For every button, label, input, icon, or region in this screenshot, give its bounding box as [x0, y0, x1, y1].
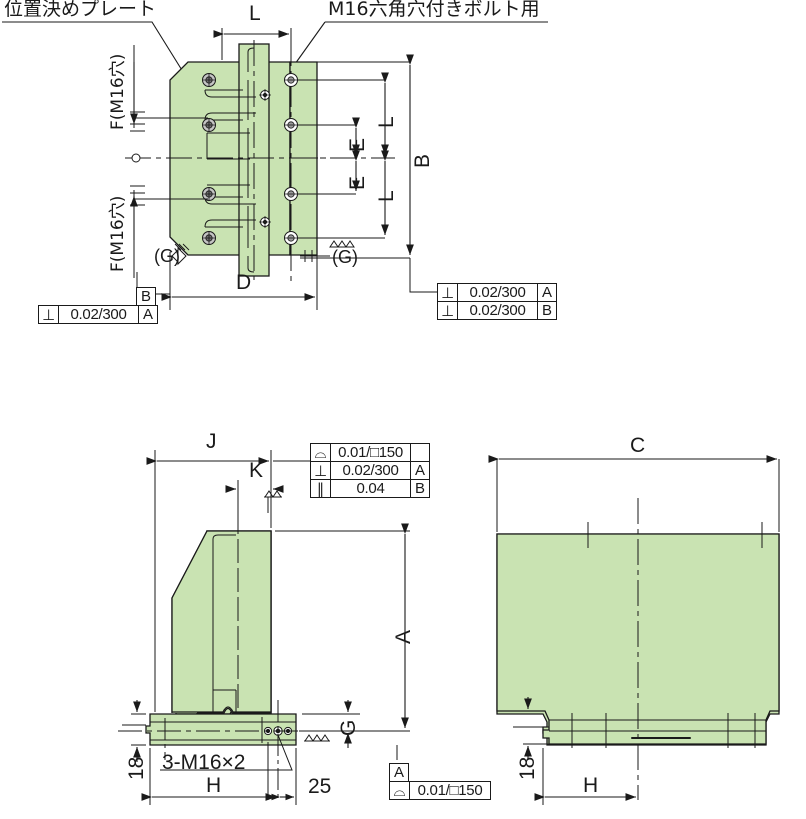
- dim-label-18-rear: 18: [516, 756, 539, 780]
- fcf-row: ⊥ 0.02/300 A: [39, 306, 157, 324]
- tolerance-value: 0.01/□150: [331, 444, 411, 461]
- fcf-row: ⊥ 0.02/300 B: [438, 302, 556, 320]
- dim-label-H-side: H: [206, 774, 222, 797]
- flatness-symbol: ⌓: [311, 444, 331, 462]
- datum-box-B-front-left: B: [136, 287, 156, 306]
- datum-ref: A: [541, 284, 552, 301]
- dim-label-E-upper: E: [346, 137, 369, 152]
- dim-label-H-rear: H: [583, 774, 599, 797]
- dim-label-18-side: 18: [125, 756, 148, 780]
- datum-ref: B: [414, 480, 425, 497]
- tolerance-value: 0.02/300: [458, 302, 538, 319]
- datum-ref: [411, 444, 429, 461]
- fcf-front-right: ⊥ 0.02/300 A ⊥ 0.02/300 B: [437, 283, 557, 320]
- dim-label-A: A: [392, 629, 415, 644]
- dim-label-D: D: [236, 271, 252, 294]
- fcf-row: ⊥ 0.02/300 A: [311, 462, 429, 480]
- tolerance-value: 0.01/□150: [417, 782, 483, 799]
- dim-label-B: B: [411, 153, 434, 168]
- dim-label-L-upper: L: [375, 116, 398, 128]
- fcf-row: ⊥ 0.02/300 A: [438, 284, 556, 302]
- fcf-side-bottom: ⌓ 0.01/□150: [389, 781, 491, 800]
- perpendicularity-symbol: ⊥: [39, 306, 59, 324]
- datum-box-A-side: A: [389, 763, 409, 782]
- dim-label-J: J: [206, 430, 217, 453]
- perpendicularity-symbol: ⊥: [311, 462, 331, 480]
- fcf-row: ⌓ 0.01/□150: [390, 782, 490, 800]
- fcf-side-top: ⌓ 0.01/□150 ⊥ 0.02/300 A ∥ 0.04 B: [310, 443, 430, 498]
- dim-label-25: 25: [308, 775, 332, 798]
- dim-label-C: C: [630, 434, 646, 457]
- label-F-m16-hole-top: F(M16穴): [108, 53, 128, 130]
- datum-ref: B: [541, 302, 552, 319]
- perpendicularity-symbol: ⊥: [438, 302, 458, 320]
- surface-finish-left-G: (G): [154, 246, 180, 266]
- note-positioning-plate: 位置決めプレート: [4, 0, 157, 20]
- dim-label-L-lower: L: [375, 190, 398, 202]
- datum-ref: A: [414, 462, 425, 479]
- dim-label-L-top: L: [249, 2, 261, 25]
- tolerance-value: 0.02/300: [59, 306, 139, 323]
- parallelism-symbol: ∥: [311, 480, 331, 498]
- fcf-front-left: ⊥ 0.02/300 A: [38, 305, 158, 324]
- fcf-row: ⌓ 0.01/□150: [311, 444, 429, 462]
- note-3-m16x2: 3-M16×2: [162, 751, 246, 774]
- surface-finish-right-G: (G): [332, 247, 358, 267]
- tolerance-value: 0.04: [331, 480, 411, 497]
- note-m16-hex-socket-bolt: M16六角穴付きボルト用: [328, 0, 540, 20]
- datum-ref: A: [142, 306, 153, 323]
- tolerance-value: 0.02/300: [458, 284, 538, 301]
- flatness-symbol: ⌓: [390, 782, 410, 800]
- label-F-m16-hole-bottom: F(M16穴): [108, 195, 128, 272]
- tolerance-value: 0.02/300: [331, 462, 411, 479]
- perpendicularity-symbol: ⊥: [438, 284, 458, 302]
- dim-label-K: K: [249, 459, 264, 482]
- dim-label-E-lower: E: [346, 175, 369, 190]
- dim-label-G: G: [337, 719, 360, 736]
- fcf-row: ∥ 0.04 B: [311, 480, 429, 498]
